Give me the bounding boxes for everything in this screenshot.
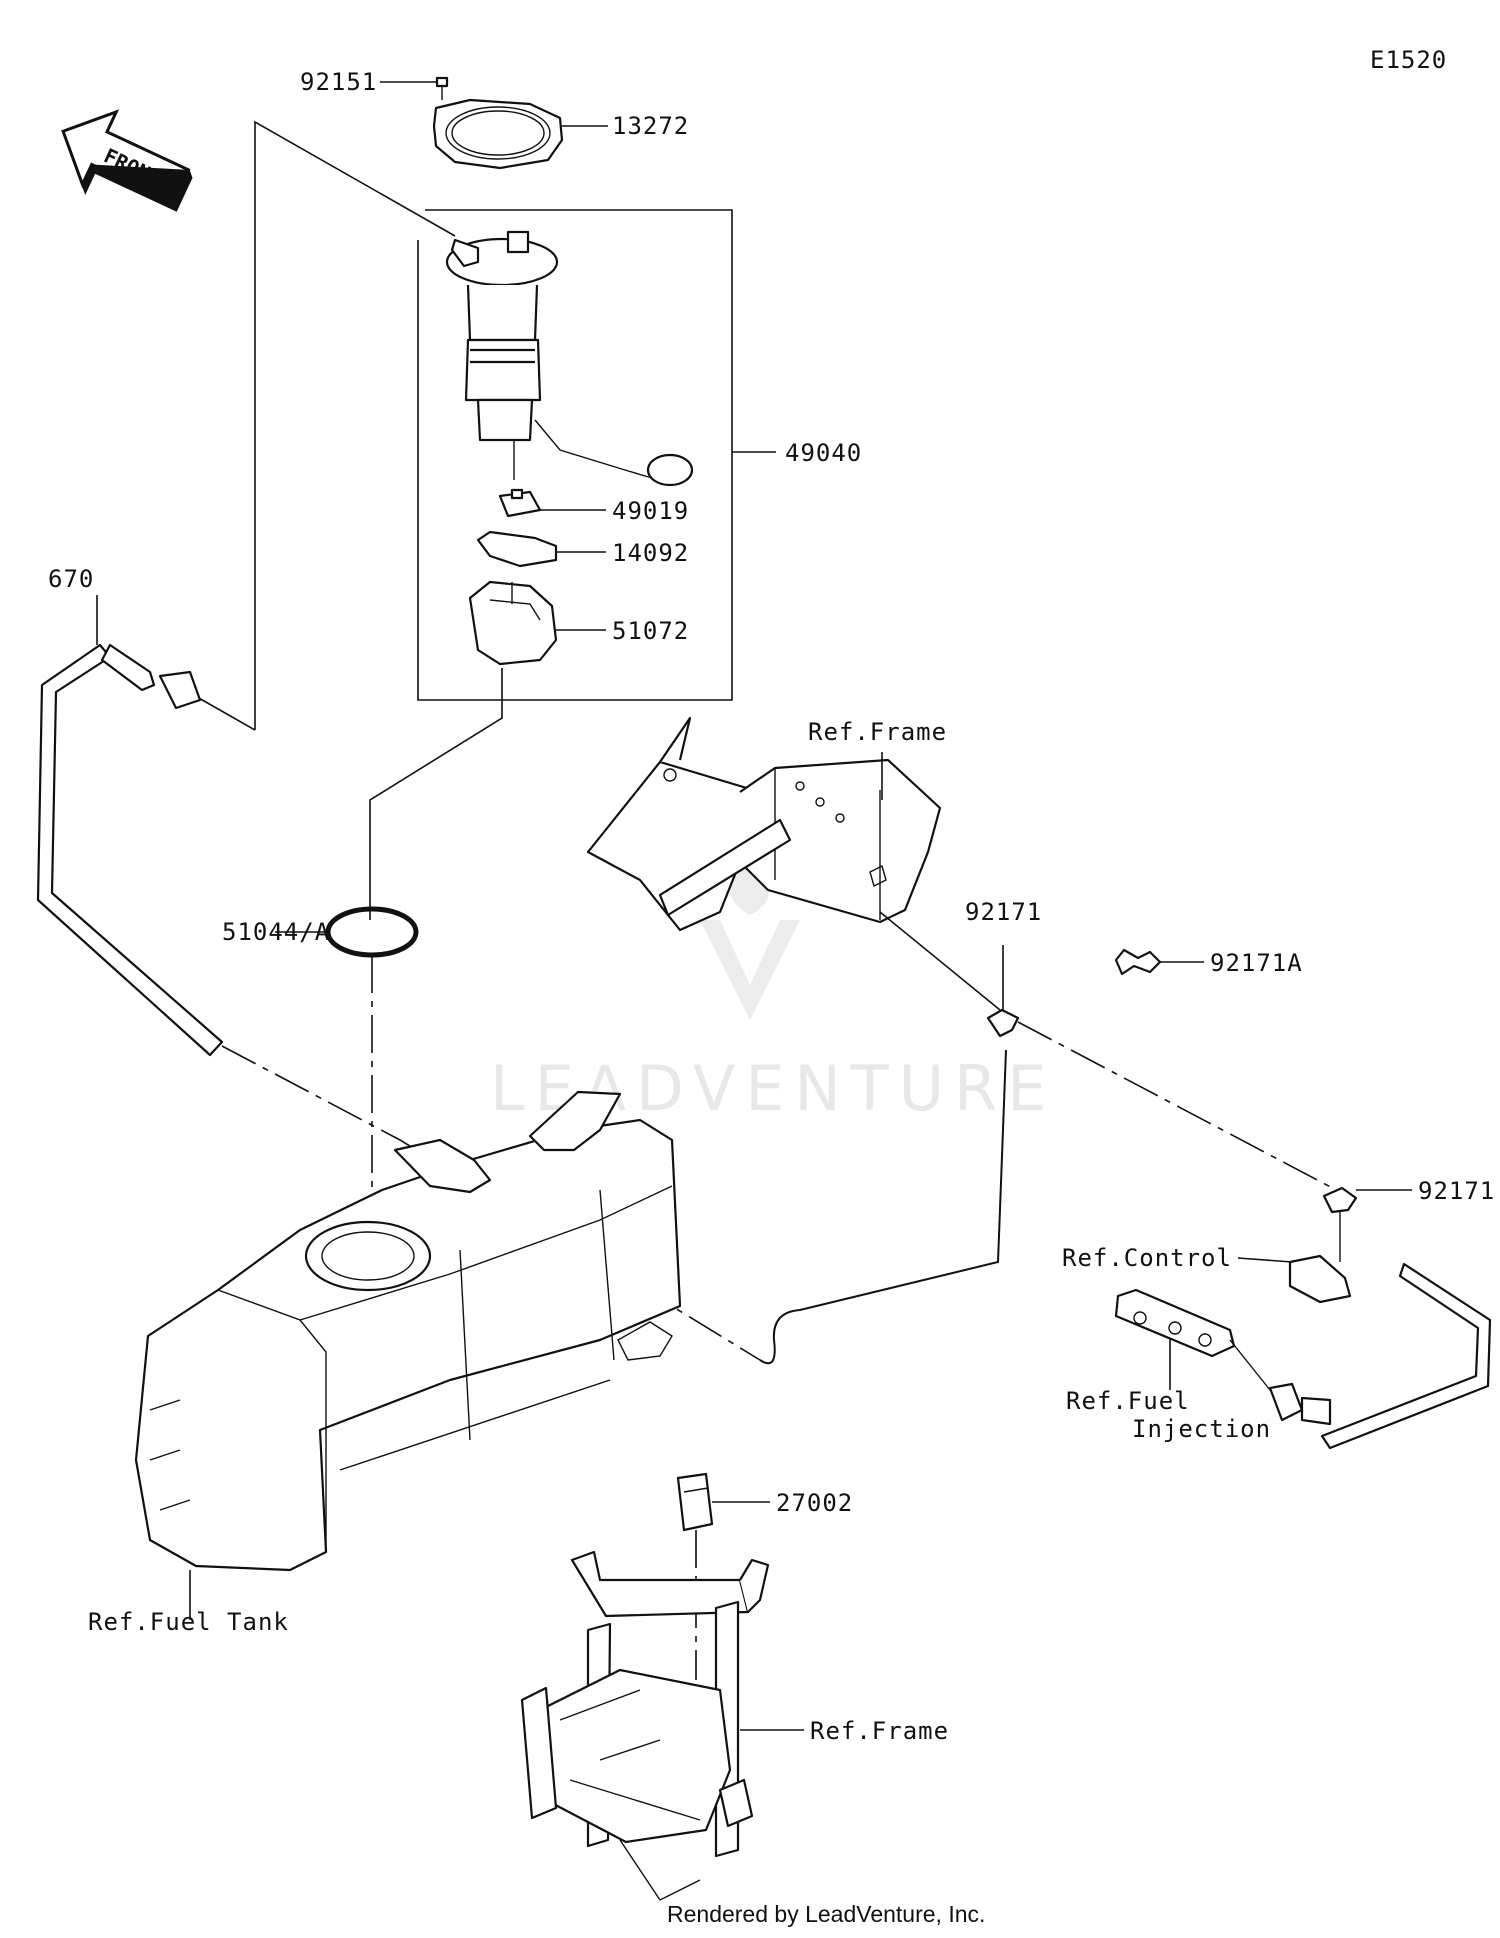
part-92171-clamp-right	[1322, 1186, 1412, 1262]
front-arrow-icon: FRONT	[61, 109, 193, 212]
part-49019-filter	[498, 488, 606, 518]
part-51044A-hose	[36, 595, 224, 1057]
ref-frame-top: Ref.Frame	[808, 718, 947, 746]
leader-frame-to-clamp	[879, 911, 1001, 1011]
part-13272-gasket	[432, 98, 608, 170]
callout-92151: 92151	[300, 68, 377, 96]
leader-assembly-to-oring	[369, 668, 503, 920]
render-credit: Rendered by LeadVenture, Inc.	[667, 1901, 985, 1927]
callout-51072: 51072	[612, 617, 689, 645]
ref-control: Ref.Control	[1062, 1244, 1232, 1272]
ref-frame-bottom: Ref.Frame	[810, 1717, 949, 1745]
callout-92171-top: 92171	[965, 898, 1042, 926]
ref-fuel-tank: Ref.Fuel Tank	[88, 1608, 289, 1636]
hose-route	[759, 1049, 1007, 1365]
dashed-clamp-route	[1017, 1021, 1341, 1193]
hose-fuel-injection	[1268, 1262, 1492, 1450]
control-bracket	[1237, 1254, 1352, 1304]
callout-92171-right: 92171	[1418, 1177, 1495, 1205]
diagram-code: E1520	[1370, 46, 1447, 74]
callout-51044A: 670	[48, 565, 94, 593]
ref-fuel-injection-line1: Ref.Fuel	[1066, 1387, 1190, 1415]
part-14092-plate	[476, 530, 606, 568]
callout-49019: 49019	[612, 497, 689, 525]
assembly-49040-box	[417, 209, 733, 701]
part-49040-fuel-pump	[445, 230, 694, 487]
ref-fuel-injection-line2: Injection	[1132, 1415, 1271, 1443]
callout-92171A: 92171A	[1210, 949, 1303, 977]
callout-27002: 27002	[776, 1489, 853, 1517]
callout-13272: 13272	[612, 112, 689, 140]
leader-pump-connector	[254, 120, 456, 730]
frame-top-section	[586, 716, 942, 932]
callout-670: 51044/A	[222, 918, 330, 946]
frame-bottom-section	[520, 1550, 804, 1901]
fuel-tank	[134, 1090, 682, 1620]
part-27002-connector	[676, 1472, 770, 1680]
part-92151-bolt	[380, 76, 449, 100]
part-92171A-clamp	[1114, 948, 1204, 976]
part-92171-clamp-top	[986, 945, 1020, 1038]
fuel-injection-rail	[1114, 1288, 1271, 1391]
callout-49040: 49040	[785, 439, 862, 467]
part-51072-cup	[468, 580, 606, 666]
callout-14092: 14092	[612, 539, 689, 567]
